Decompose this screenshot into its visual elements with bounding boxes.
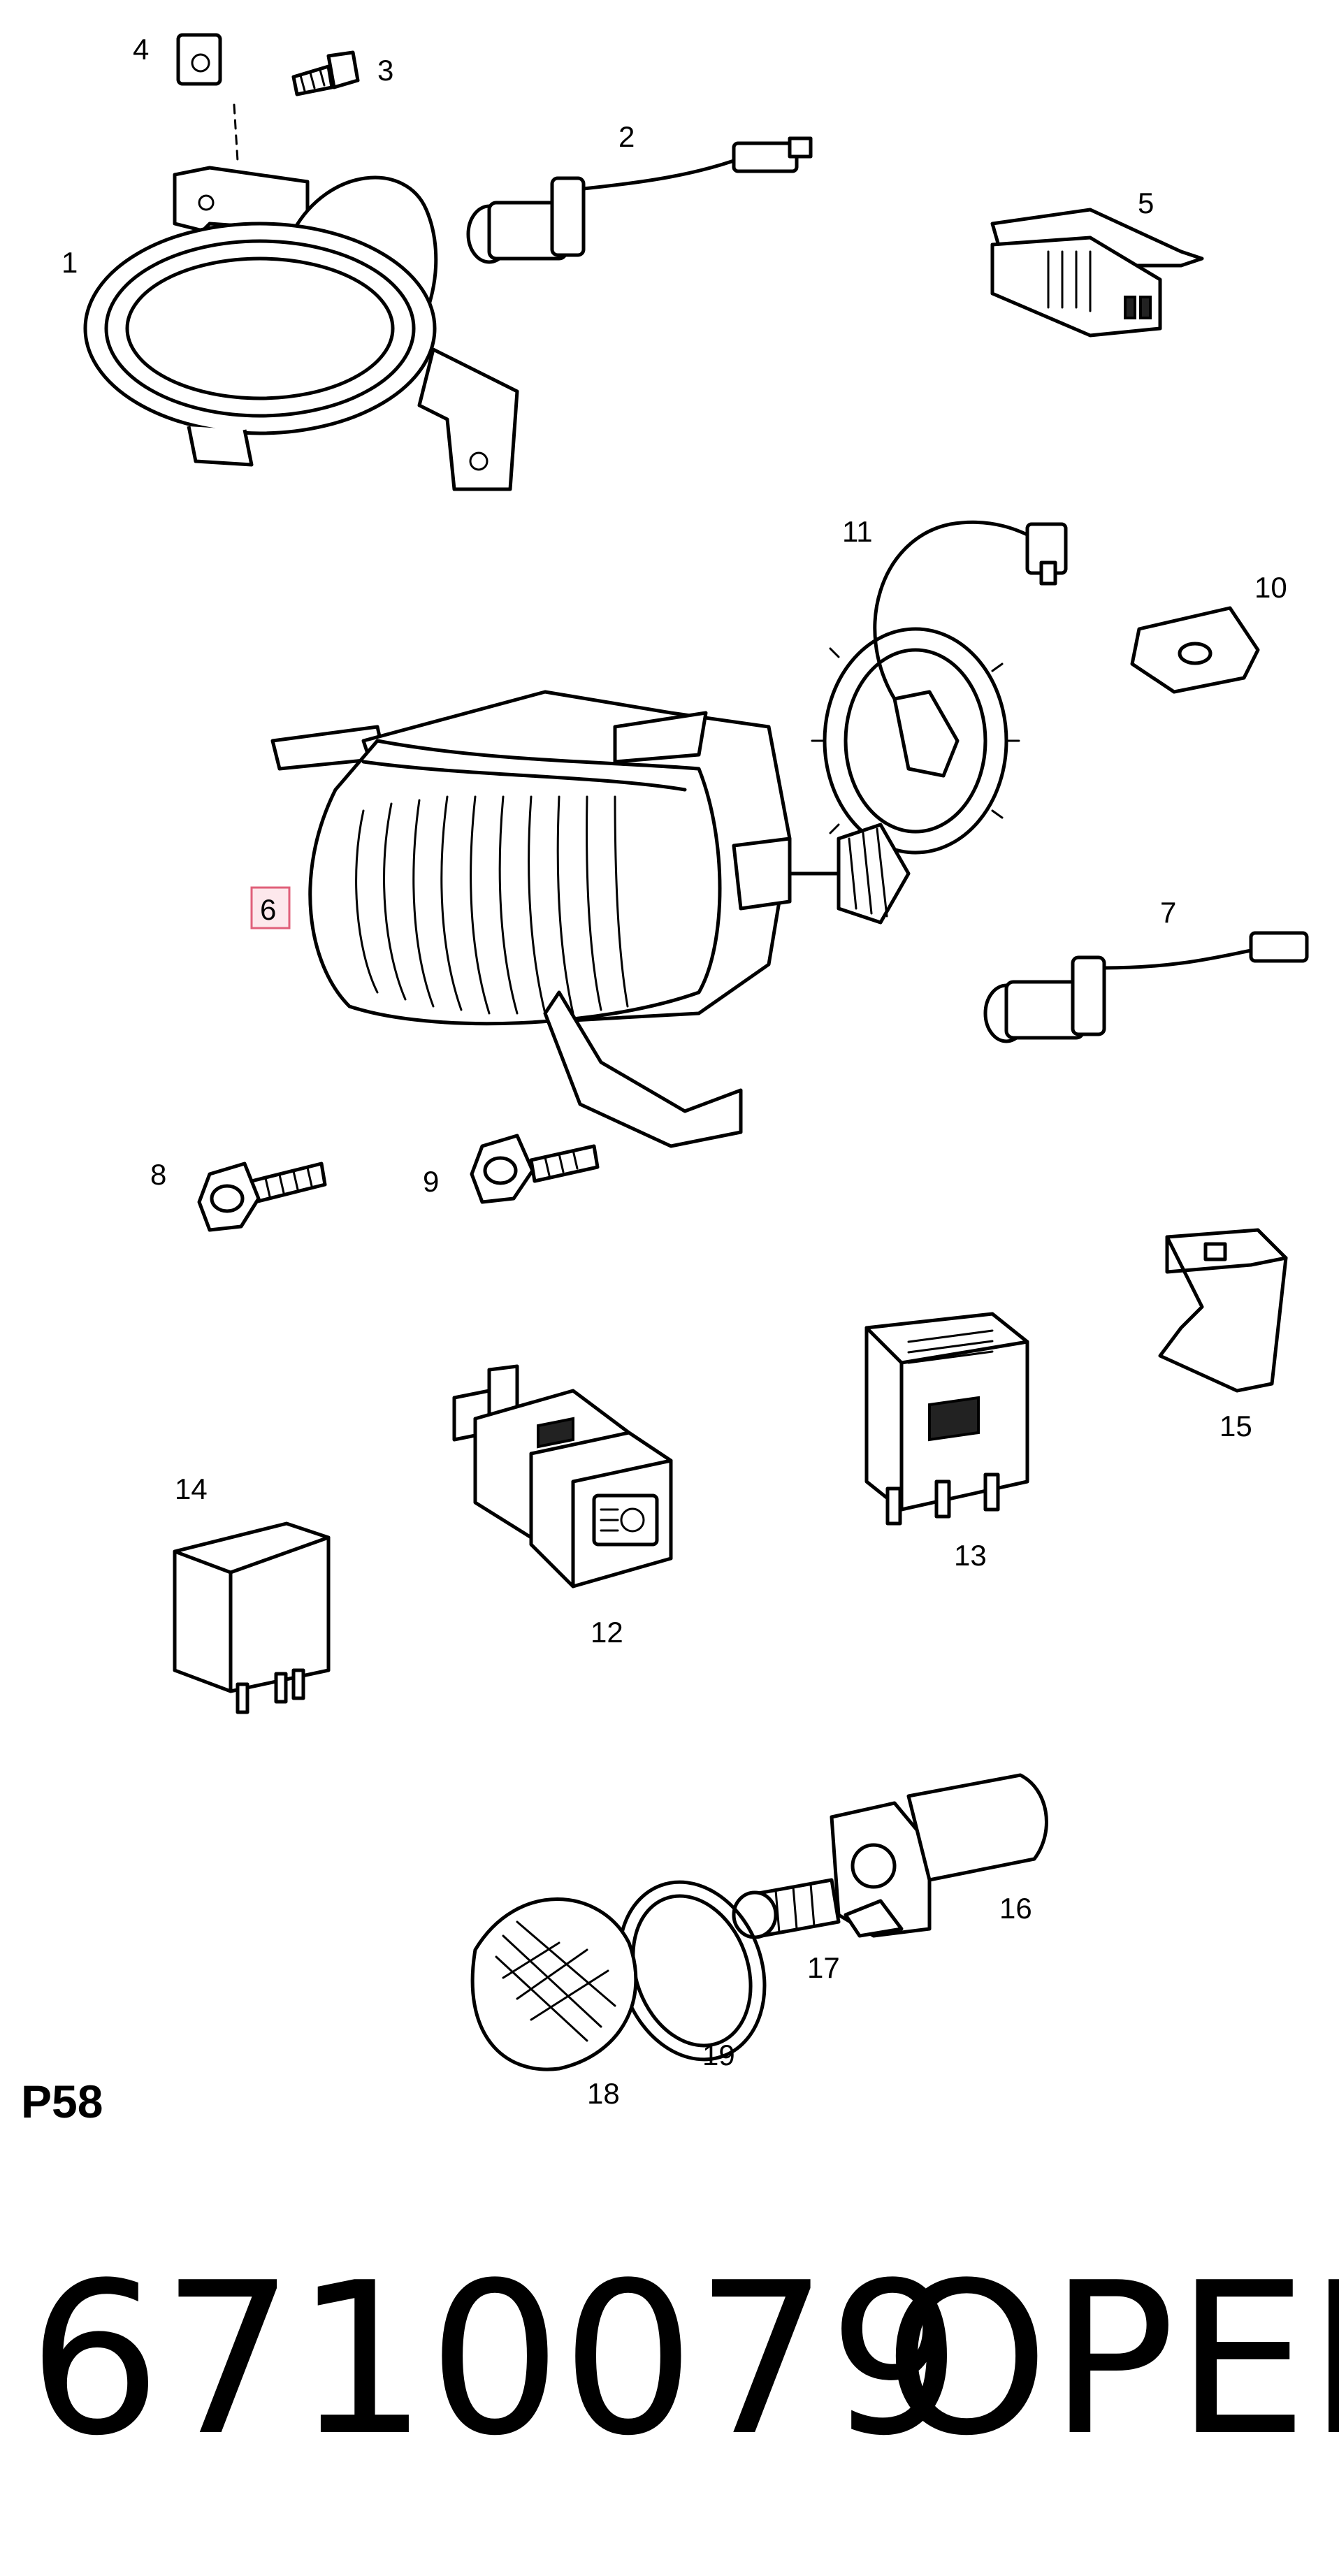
callout-5: 5 <box>1138 187 1154 219</box>
callout-19: 19 <box>702 2039 735 2071</box>
callout-16: 16 <box>999 1892 1032 1925</box>
part-18-lens <box>470 1897 638 2071</box>
part-12-switch <box>452 1364 673 1589</box>
part-6-fog-lamp-assembly <box>270 690 911 1148</box>
part-5-connector <box>990 208 1204 338</box>
callout-7: 7 <box>1160 896 1176 929</box>
callout-4: 4 <box>133 33 149 66</box>
callout-13: 13 <box>954 1539 987 1572</box>
callout-15: 15 <box>1219 1410 1252 1442</box>
part-8-screw <box>197 1162 327 1232</box>
part-16-socket <box>830 1773 1048 1938</box>
callout-11: 11 <box>842 515 873 548</box>
callout-17: 17 <box>807 1951 840 1984</box>
part-17-wedge-bulb <box>732 1878 841 1939</box>
callout-3: 3 <box>377 54 393 87</box>
callout-12: 12 <box>591 1616 623 1649</box>
callout-9: 9 <box>423 1165 439 1198</box>
part-14-relay <box>173 1521 331 1714</box>
part-13-relay <box>864 1312 1029 1526</box>
part-10-speed-nut <box>1130 606 1260 694</box>
part-2-bulb <box>466 136 813 264</box>
sheet-label: P58 <box>21 2076 103 2127</box>
brand-name: OPEL <box>884 2238 1339 2482</box>
callout-18: 18 <box>587 2077 620 2110</box>
part-9-screw <box>470 1134 600 1204</box>
callout-14: 14 <box>175 1472 208 1505</box>
callout-2: 2 <box>618 120 635 153</box>
part-4-clip-nut <box>176 33 239 162</box>
callout-10: 10 <box>1254 571 1287 604</box>
part-11-ring-with-lead <box>811 520 1068 855</box>
part-1-fog-lamp <box>83 166 519 491</box>
part-number: 6710079 <box>28 2238 962 2482</box>
callout-1: 1 <box>61 246 78 279</box>
part-7-bulb <box>983 931 1309 1043</box>
part-6-highlight-badge <box>250 886 291 929</box>
callout-8: 8 <box>150 1158 166 1191</box>
part-15-cover <box>1158 1228 1288 1393</box>
part-3-screw <box>291 50 360 96</box>
callout-6: 6 <box>260 893 276 926</box>
